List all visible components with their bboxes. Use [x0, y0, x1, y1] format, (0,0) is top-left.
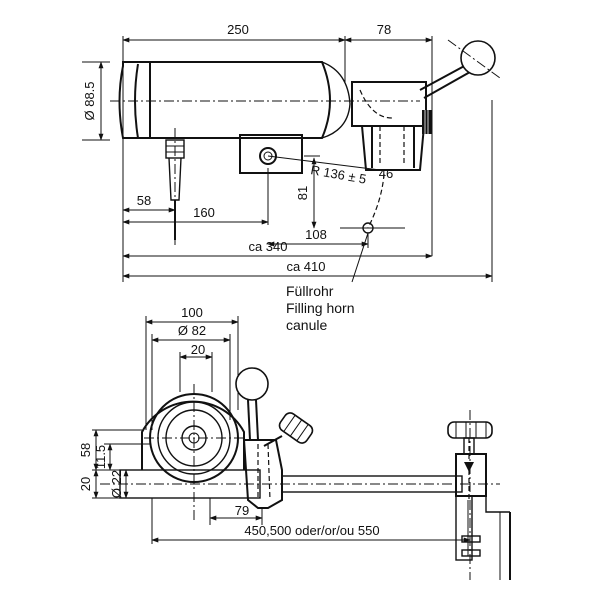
callout-fuellrohr: Füllrohr [286, 283, 334, 299]
dim-78: 78 [377, 22, 391, 37]
dim-58: 58 [137, 193, 151, 208]
dim-82: Ø 82 [178, 323, 206, 338]
side-knob [278, 412, 314, 444]
dim-100: 100 [181, 305, 203, 320]
dim-81: 81 [295, 186, 310, 200]
dim-r136: R 136 ± 5 [309, 162, 367, 187]
callout-filling-horn: Filling horn [286, 300, 354, 316]
valve-body [242, 439, 283, 509]
side-view: 100 Ø 82 20 [78, 305, 511, 580]
dim-46: 46 [379, 166, 393, 181]
wheel-assembly [141, 384, 245, 520]
dim-410: ca 410 [286, 259, 325, 274]
valve-block [239, 134, 303, 174]
dim-340: ca 340 [248, 239, 287, 254]
dim-20-top: 20 [191, 342, 205, 357]
callout-canule: canule [286, 317, 327, 333]
upper-ball [235, 367, 269, 401]
dim-58-side: 58 [78, 443, 93, 457]
dim-108: 108 [305, 227, 327, 242]
lever-handle [419, 39, 501, 99]
bottom-spigot [165, 128, 185, 245]
dim-250: 250 [227, 22, 249, 37]
top-view: 250 78 Ø 88.5 46 [82, 22, 501, 333]
dim-11-5: 11.5 [93, 445, 108, 469]
extension-lines-top [82, 36, 493, 282]
radius-arc [367, 173, 385, 229]
cylinder-body [118, 61, 331, 139]
main-tube [281, 475, 463, 493]
dim-22: Ø 22 [109, 470, 124, 498]
dim-79: 79 [235, 503, 249, 518]
dim-450: 450,500 oder/or/ou 550 [244, 523, 379, 538]
right-clamp [447, 410, 511, 580]
dim-160: 160 [193, 205, 215, 220]
head-block [351, 81, 427, 127]
knurled-nut [422, 110, 432, 134]
dim-88-5: Ø 88.5 [82, 81, 97, 120]
dim-20-side: 20 [78, 477, 93, 491]
